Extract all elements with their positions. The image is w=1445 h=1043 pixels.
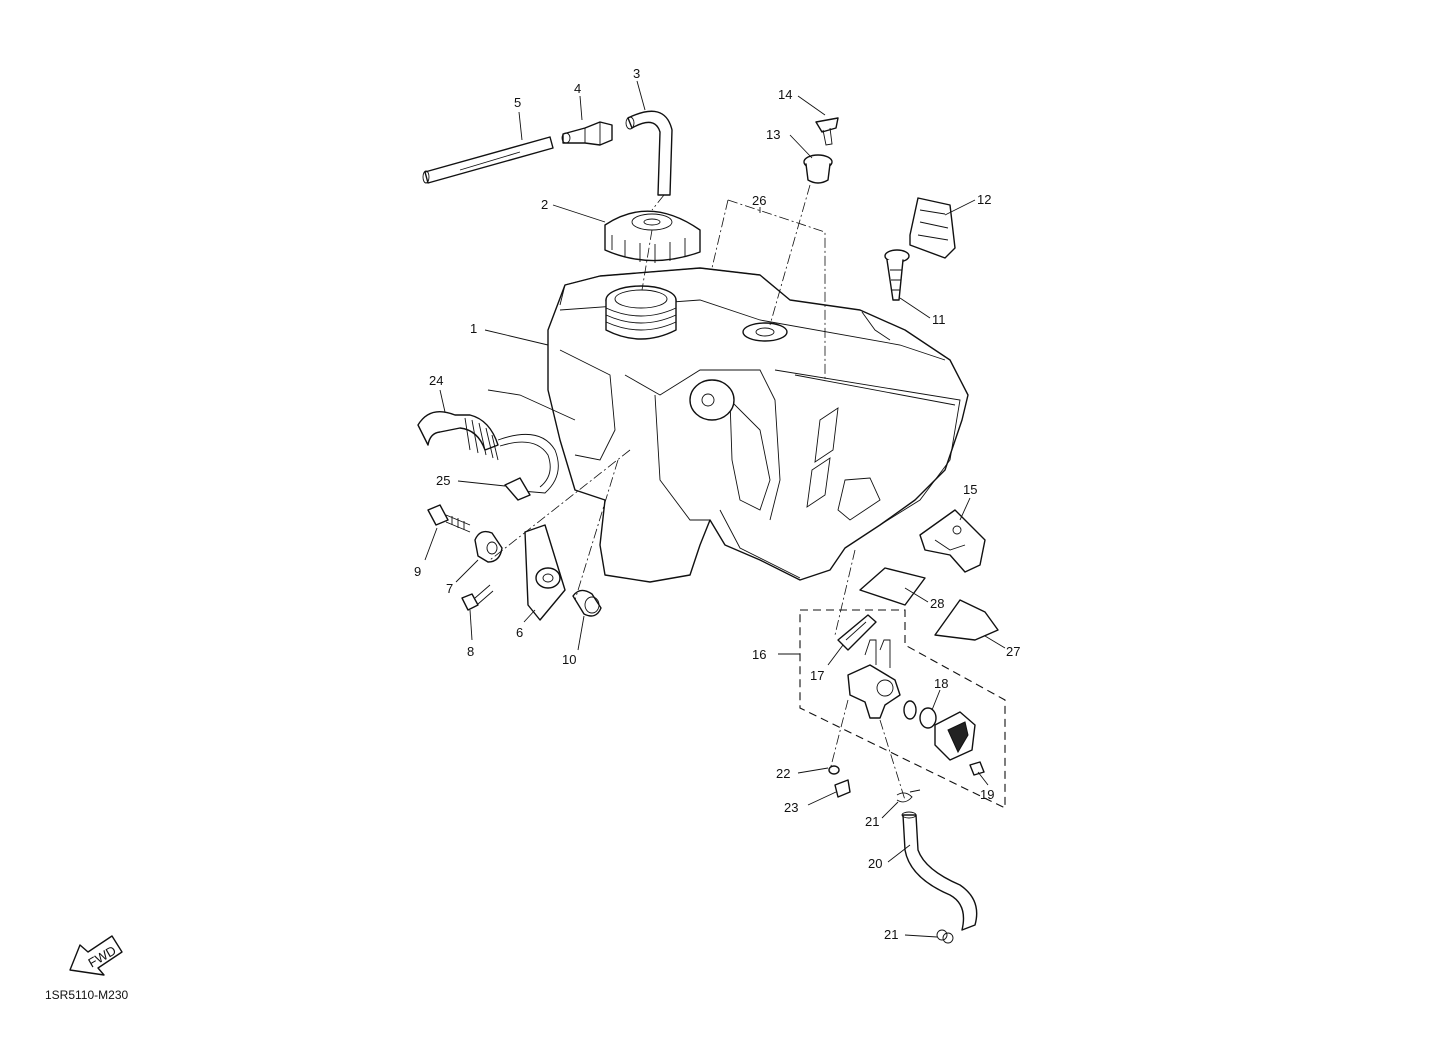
front-mount-assembly <box>427 504 602 621</box>
callout-11: 11 <box>932 312 946 327</box>
callout-27: 27 <box>1006 644 1020 659</box>
fuel-hose <box>901 811 978 931</box>
screw-14 <box>815 117 839 146</box>
callout-7: 7 <box>446 581 453 596</box>
callout-17: 17 <box>810 668 824 683</box>
callout-6: 6 <box>516 625 523 640</box>
callout-14: 14 <box>778 87 792 102</box>
callout-21b: 21 <box>884 927 898 942</box>
callout-15: 15 <box>963 482 977 497</box>
callout-4: 4 <box>574 81 581 96</box>
diagram-code: 1SR5110-M230 <box>45 988 128 1002</box>
callout-3: 3 <box>633 66 640 81</box>
damper-28 <box>859 567 926 606</box>
callout-21a: 21 <box>865 814 879 829</box>
strap-25 <box>497 433 559 501</box>
callout-10: 10 <box>562 652 576 667</box>
collar-13 <box>803 154 833 184</box>
hose-joint <box>561 121 613 146</box>
fuel-cock-group-box <box>799 609 1006 809</box>
callout-5: 5 <box>514 95 521 110</box>
callout-23: 23 <box>784 800 798 815</box>
band-24 <box>417 411 499 461</box>
callout-9: 9 <box>414 564 421 579</box>
long-hose <box>422 136 554 184</box>
callout-12: 12 <box>977 192 991 207</box>
callout-labels: 1 2 3 4 5 6 7 8 9 10 11 12 13 14 15 16 1… <box>414 66 1020 942</box>
callout-1: 1 <box>470 321 477 336</box>
callout-2: 2 <box>541 197 548 212</box>
fuel-tank <box>547 267 969 583</box>
fuel-cock <box>828 614 985 803</box>
bracket-15 <box>919 509 986 573</box>
callout-26: 26 <box>752 193 766 208</box>
callout-24: 24 <box>429 373 443 388</box>
callout-28: 28 <box>930 596 944 611</box>
callout-8: 8 <box>467 644 474 659</box>
fwd-arrow-icon: FWD <box>69 935 123 976</box>
breather-hose <box>625 110 673 196</box>
callout-13: 13 <box>766 127 780 142</box>
fuel-cap <box>604 210 701 263</box>
band-12 <box>909 197 956 259</box>
reference-lines <box>487 184 906 801</box>
callout-20: 20 <box>868 856 882 871</box>
callout-19: 19 <box>980 787 994 802</box>
callout-leaders <box>424 80 1006 938</box>
callout-25: 25 <box>436 473 450 488</box>
damper-27 <box>934 599 999 641</box>
callout-18: 18 <box>934 676 948 691</box>
callout-16: 16 <box>752 647 766 662</box>
bolt-11 <box>884 249 910 301</box>
callout-22: 22 <box>776 766 790 781</box>
hose-clip-21 <box>936 929 954 944</box>
